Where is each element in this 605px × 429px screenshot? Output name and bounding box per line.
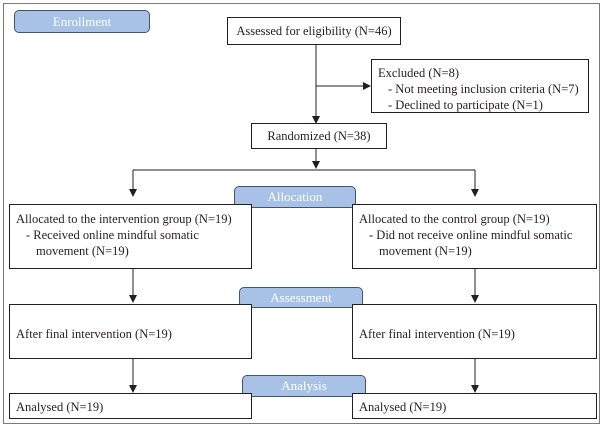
excluded-box: Excluded (N=8) - Not meeting inclusion c… [371,59,589,113]
stage-analysis-label: Analysis [242,375,366,397]
control-after-box: After final intervention (N=19) [352,304,597,359]
assessed-box: Assessed for eligibility (N=46) [227,17,401,45]
intervention-allocated-text: Allocated to the intervention group (N=1… [16,212,232,226]
excluded-title: Excluded (N=8) [378,66,459,80]
intervention-detail-line-2: movement (N=19) [36,244,129,258]
intervention-allocated-box: Allocated to the intervention group (N=1… [9,204,252,269]
stage-assessment-label: Assessment [239,287,363,308]
control-analysed-text: Analysed (N=19) [359,400,447,414]
control-allocated-box: Allocated to the control group (N=19) - … [352,204,597,269]
intervention-after-text: After final intervention (N=19) [16,327,172,341]
intervention-detail-line-1: - Received online mindful somatic [26,228,199,242]
intervention-after-box: After final intervention (N=19) [9,304,252,359]
excluded-reason-2: - Declined to participate (N=1) [388,98,543,112]
stage-allocation-label: Allocation [234,186,356,208]
excluded-reason-1: - Not meeting inclusion criteria (N=7) [388,82,579,96]
control-analysed-box: Analysed (N=19) [352,393,597,419]
control-detail-line-1: - Did not receive online mindful somatic [369,228,573,242]
randomized-box: Randomized (N=38) [251,123,387,149]
diagram-frame [3,3,600,424]
stage-enrollment-label: Enrollment [14,10,150,33]
intervention-analysed-box: Analysed (N=19) [9,393,252,419]
control-after-text: After final intervention (N=19) [359,327,515,341]
control-allocated-text: Allocated to the control group (N=19) [359,212,550,226]
control-detail-line-2: movement (N=19) [379,244,472,258]
intervention-analysed-text: Analysed (N=19) [16,400,104,414]
